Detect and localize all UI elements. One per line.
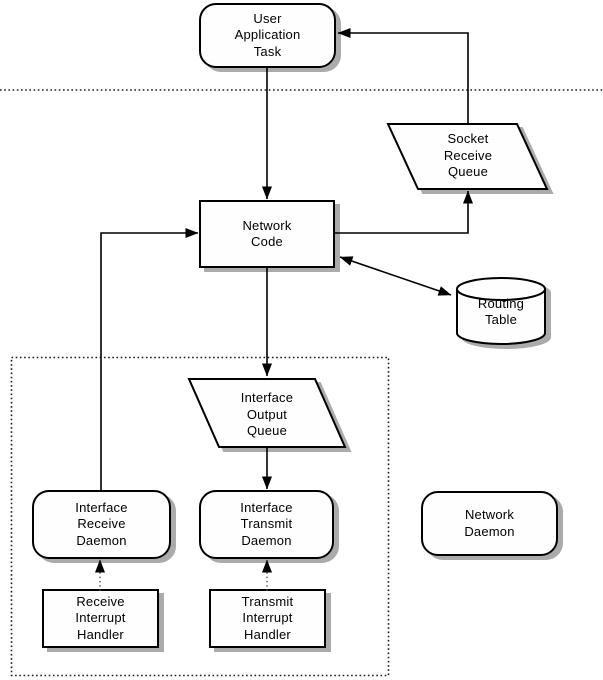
edge-network-code-to-socket-queue xyxy=(334,190,473,234)
node-label-line: Interface xyxy=(240,390,294,406)
node-label-line: Handler xyxy=(77,626,124,642)
node-label-line: Code xyxy=(251,234,283,249)
node-label-line: Table xyxy=(484,312,518,327)
node-label-line: Application xyxy=(234,27,301,43)
transmit-interrupt-handler-shape xyxy=(209,589,331,652)
node-socket-receive-queue: Socket Receive Queue xyxy=(403,130,533,182)
node-label-line: Receive xyxy=(443,147,493,163)
node-transmit-interrupt-handler: Transmit Interrupt Handler xyxy=(210,590,325,647)
node-label-line: Daemon xyxy=(241,532,292,548)
node-label-line: Interrupt xyxy=(242,610,293,626)
node-label-line: Handler xyxy=(244,626,291,642)
interface-output-queue-shape xyxy=(187,378,352,452)
node-interface-transmit-daemon: Interface Transmit Daemon xyxy=(200,491,333,558)
node-label-line: User xyxy=(253,10,282,26)
node-label-line: Daemon xyxy=(76,532,127,548)
socket-receive-queue-shape xyxy=(386,123,554,194)
node-label-line: Queue xyxy=(246,423,288,439)
network-daemon-shape xyxy=(421,491,563,560)
node-label-line: Receive xyxy=(76,593,125,609)
node-label-line: Output xyxy=(246,406,288,422)
node-label-line: Routing xyxy=(477,295,525,311)
user-application-task-shape xyxy=(199,3,341,72)
node-label-line: Network xyxy=(242,217,292,233)
node-label-line: Transmit xyxy=(241,593,294,609)
node-label-line: Interface xyxy=(240,499,293,515)
node-label-line: Transmit xyxy=(240,516,293,532)
node-label-line: Task xyxy=(253,43,282,59)
node-network-code: Network Code xyxy=(200,201,334,267)
node-interface-output-queue: Interface Output Queue xyxy=(202,389,332,441)
edge-network-code-routing-table-bidirectional xyxy=(339,256,452,296)
routing-table-shape xyxy=(456,277,551,349)
node-label-line: Interface xyxy=(75,499,128,515)
node-user-application-task: User Application Task xyxy=(200,4,335,67)
node-interface-receive-daemon: Interface Receive Daemon xyxy=(33,491,170,558)
driver-boundary-dotted-box xyxy=(10,356,390,677)
edge-receive-daemon-to-network-code xyxy=(100,228,199,491)
edge-socket-queue-to-user-app xyxy=(337,28,469,124)
network-code-shape xyxy=(199,200,340,272)
node-label-line: Interrupt xyxy=(75,610,126,626)
receive-interrupt-handler-shape xyxy=(42,589,164,652)
node-label-line: Socket xyxy=(447,131,489,147)
node-receive-interrupt-handler: Receive Interrupt Handler xyxy=(43,590,158,647)
interface-transmit-daemon-shape xyxy=(199,490,339,563)
node-routing-table: Routing Table xyxy=(457,290,545,334)
node-label-line: Receive xyxy=(77,516,126,532)
node-label-line: Network xyxy=(464,507,515,522)
interface-receive-daemon-shape xyxy=(32,490,176,563)
node-network-daemon: Network Daemon xyxy=(422,492,557,555)
node-label-line: Daemon xyxy=(464,523,515,539)
node-label-line: Queue xyxy=(447,164,489,180)
